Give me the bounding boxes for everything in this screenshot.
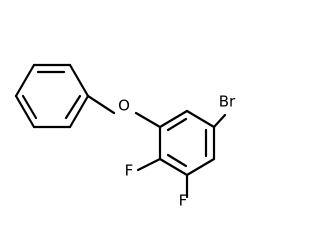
bond-benzyl-to-ch2 [86,94,116,115]
fluorine-bottom-label: F [179,192,188,210]
structure-canvas: O Br F F [14,63,236,210]
benzyl-ring [14,63,90,129]
bond-ring-inner-3 [166,153,188,168]
bond-benzyl-5 [68,94,90,129]
bond-ring-5 [158,157,189,177]
bond-to-fluorine-top [136,157,162,172]
linker [86,94,162,129]
bond-to-bromine [212,113,227,129]
bond-benzyl-inner-3 [64,94,82,120]
bond-benzyl-6 [68,63,90,98]
bond-ring-2 [185,109,216,129]
bond-ring-1 [158,109,189,129]
bond-benzyl-2 [14,63,36,98]
bond-o-to-ring [134,111,162,129]
bond-benzyl-inner-2 [21,94,38,120]
oxygen-label: O [118,97,130,115]
bromine-label: Br [219,93,236,111]
bond-benzyl-3 [14,94,36,129]
fluorine-top-label: F [125,162,134,180]
chemical-structure-diagram: O Br F F [14,63,236,210]
bond-ring-inner-1 [166,117,188,132]
bond-ring-4 [185,157,216,177]
substituted-ring [136,109,227,199]
